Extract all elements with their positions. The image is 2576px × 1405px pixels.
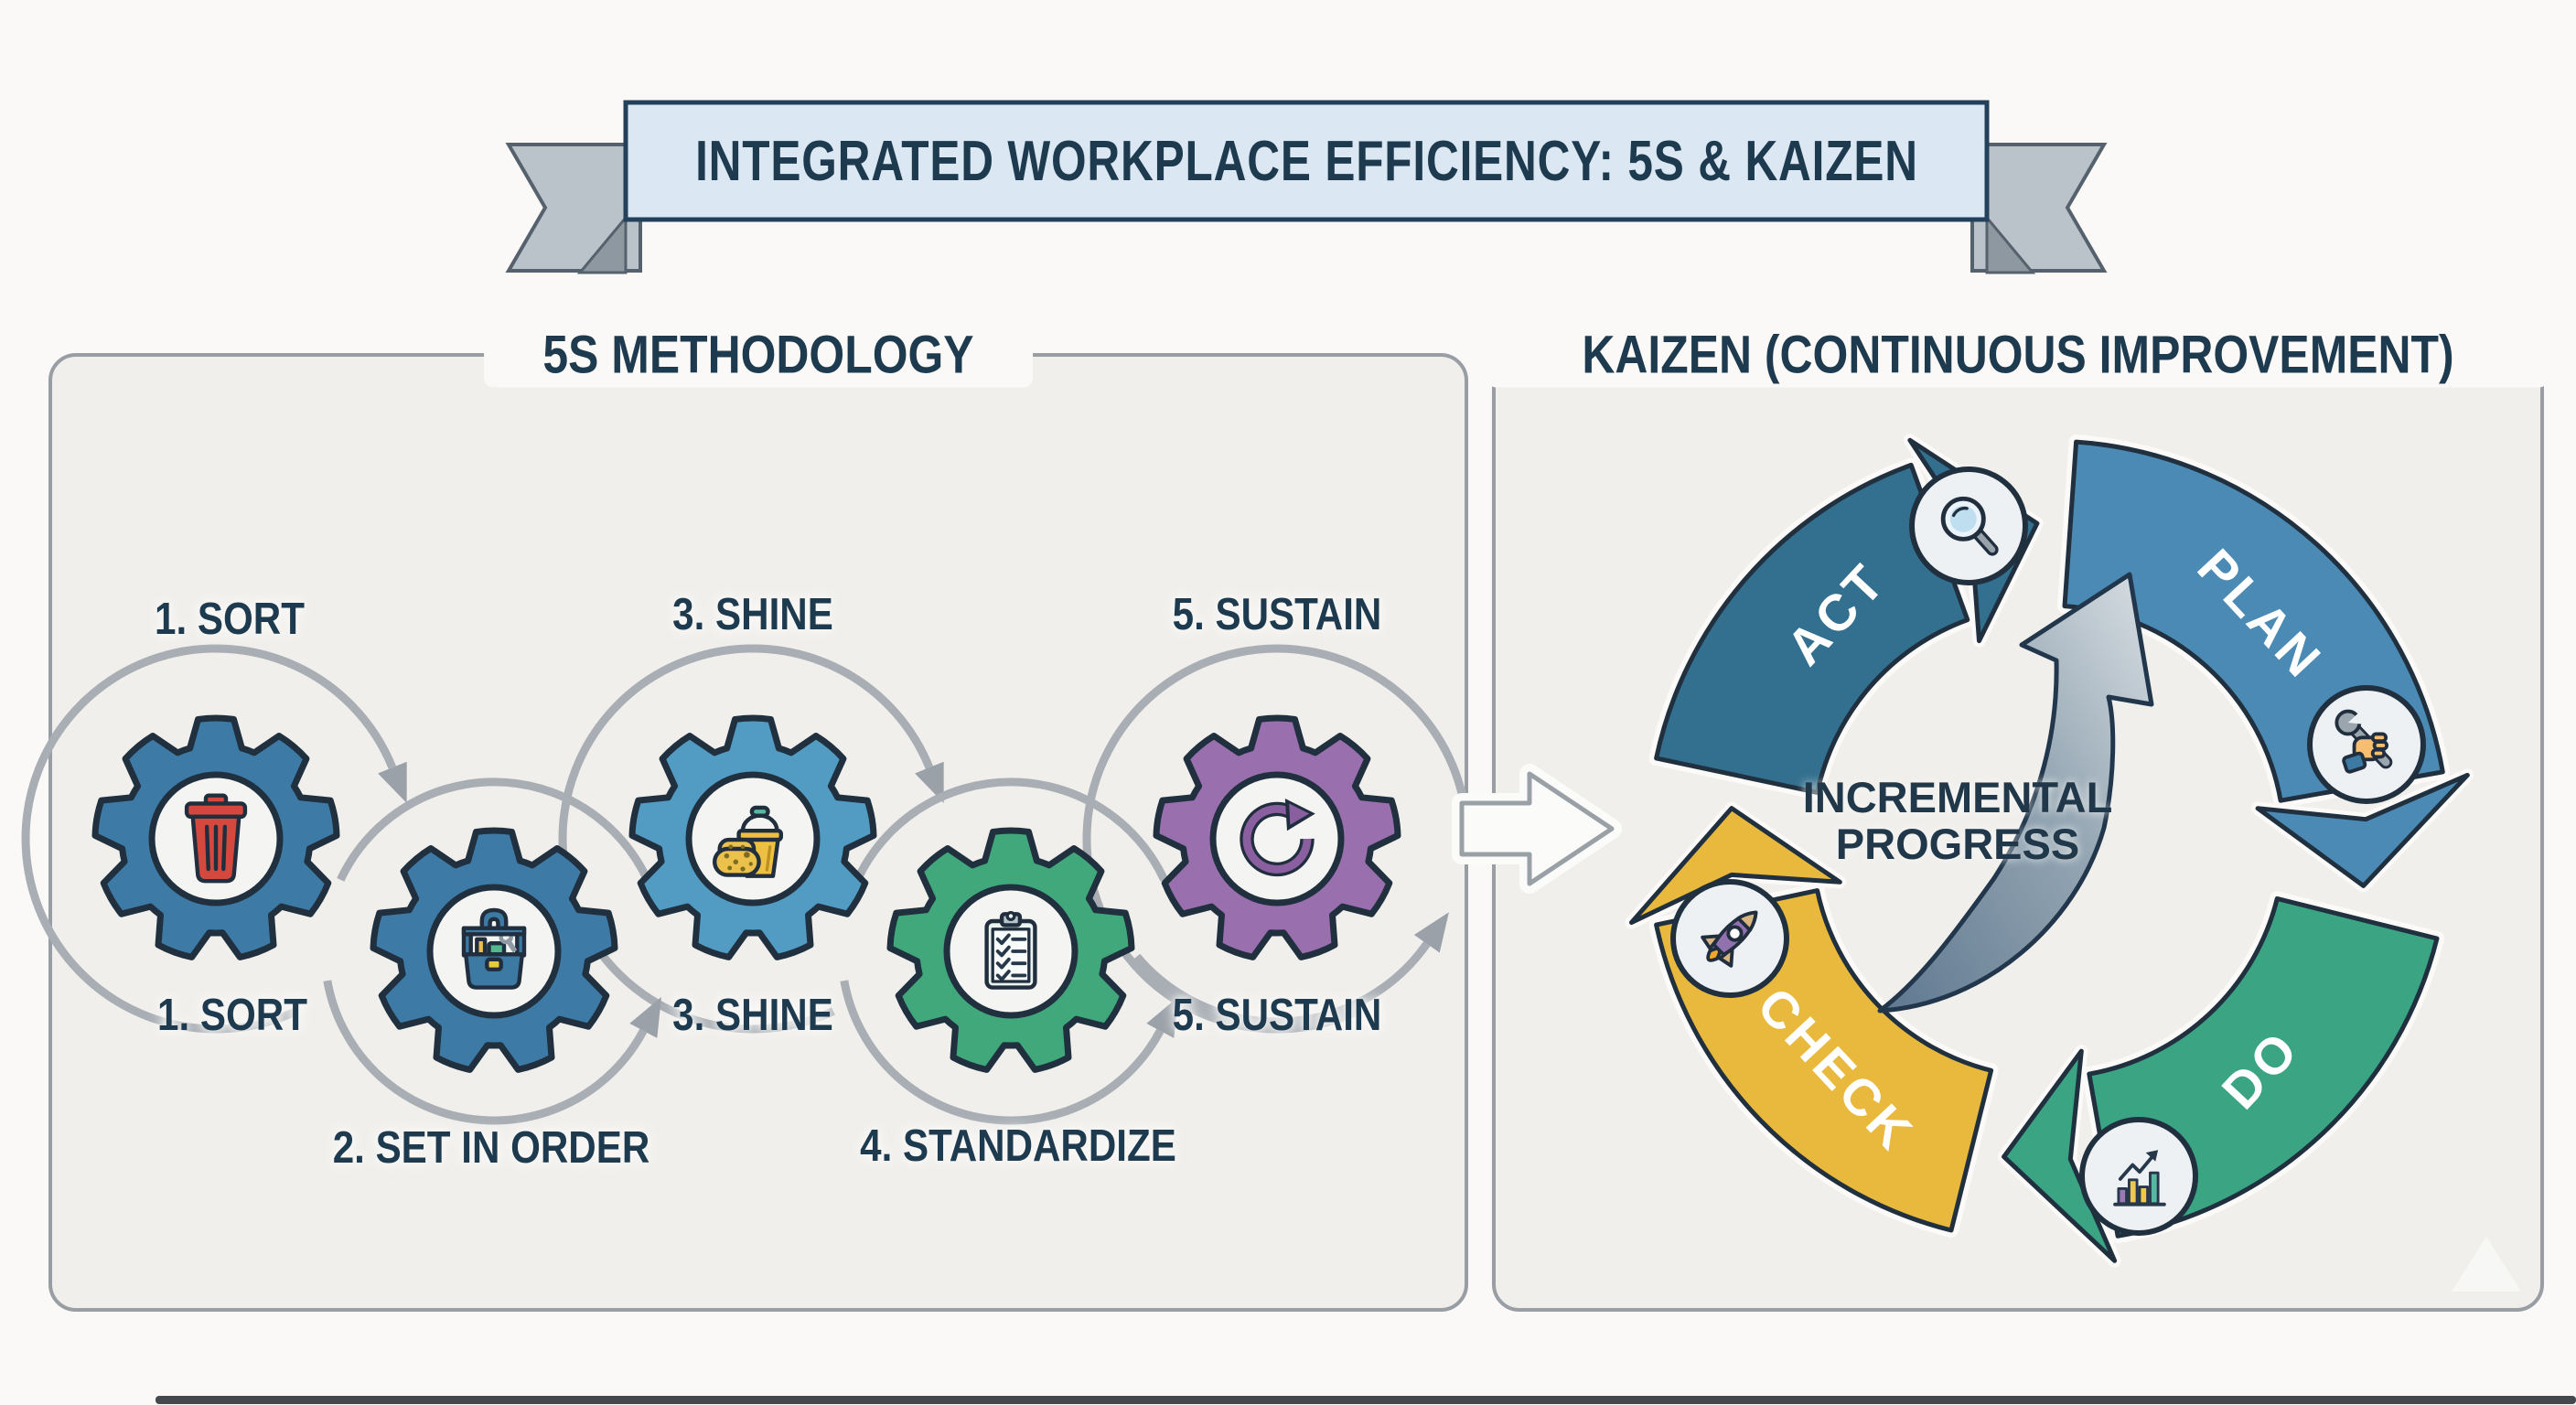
- bottom-edge-strip: [156, 1396, 2576, 1404]
- kaizen-arrowhead-plan: [2255, 772, 2470, 888]
- kaizen-segment-act: [1654, 462, 1970, 795]
- flow-arc: [21, 644, 397, 1034]
- flow-arc-arrowhead: [915, 761, 944, 804]
- gear-hub: [1209, 771, 1345, 906]
- pdca-icons: [1670, 467, 2426, 1236]
- flow-arc: [1133, 941, 1431, 1026]
- gear-step-3: [628, 714, 877, 960]
- flow-arc: [853, 778, 1168, 882]
- flow-arc: [558, 644, 934, 1034]
- clipboard-checklist-icon: [987, 913, 1036, 988]
- flow-arc: [1082, 644, 1471, 1034]
- gear-flow-arcs: [21, 644, 1471, 1125]
- trash-icon: [187, 796, 245, 882]
- banner-fold-right: [1985, 213, 2036, 274]
- title-banner-ribbon: [505, 100, 2108, 274]
- pdca-medallion-do: [2079, 1117, 2198, 1236]
- gear-step-2: [370, 827, 618, 1073]
- flow-arc: [840, 980, 1165, 1125]
- incremental-progress-arrow: [1877, 572, 2154, 1014]
- flow-arc-arrowhead: [1146, 996, 1179, 1038]
- gear-step-4: [886, 827, 1135, 1073]
- pdca-medallion-check: [1670, 879, 1789, 998]
- pdca-medallion-act: [1909, 467, 2028, 585]
- pdca-medallion-plan: [2307, 685, 2426, 804]
- panel-connector-arrow-outline: [1459, 771, 1615, 886]
- flow-arc-arrowhead: [629, 996, 662, 1038]
- gear-step-1: [91, 714, 340, 960]
- flow-arc: [323, 980, 648, 1125]
- flow-arc-arrowhead: [378, 761, 407, 804]
- banner-fold-left: [576, 213, 628, 274]
- five-s-gears: [91, 714, 1401, 1073]
- flow-arc: [337, 778, 651, 882]
- flow-arc-arrowhead: [1413, 912, 1449, 953]
- gear-step-5: [1153, 714, 1401, 960]
- corner-watermark: [2452, 1237, 2521, 1292]
- banner-box: [623, 100, 1990, 222]
